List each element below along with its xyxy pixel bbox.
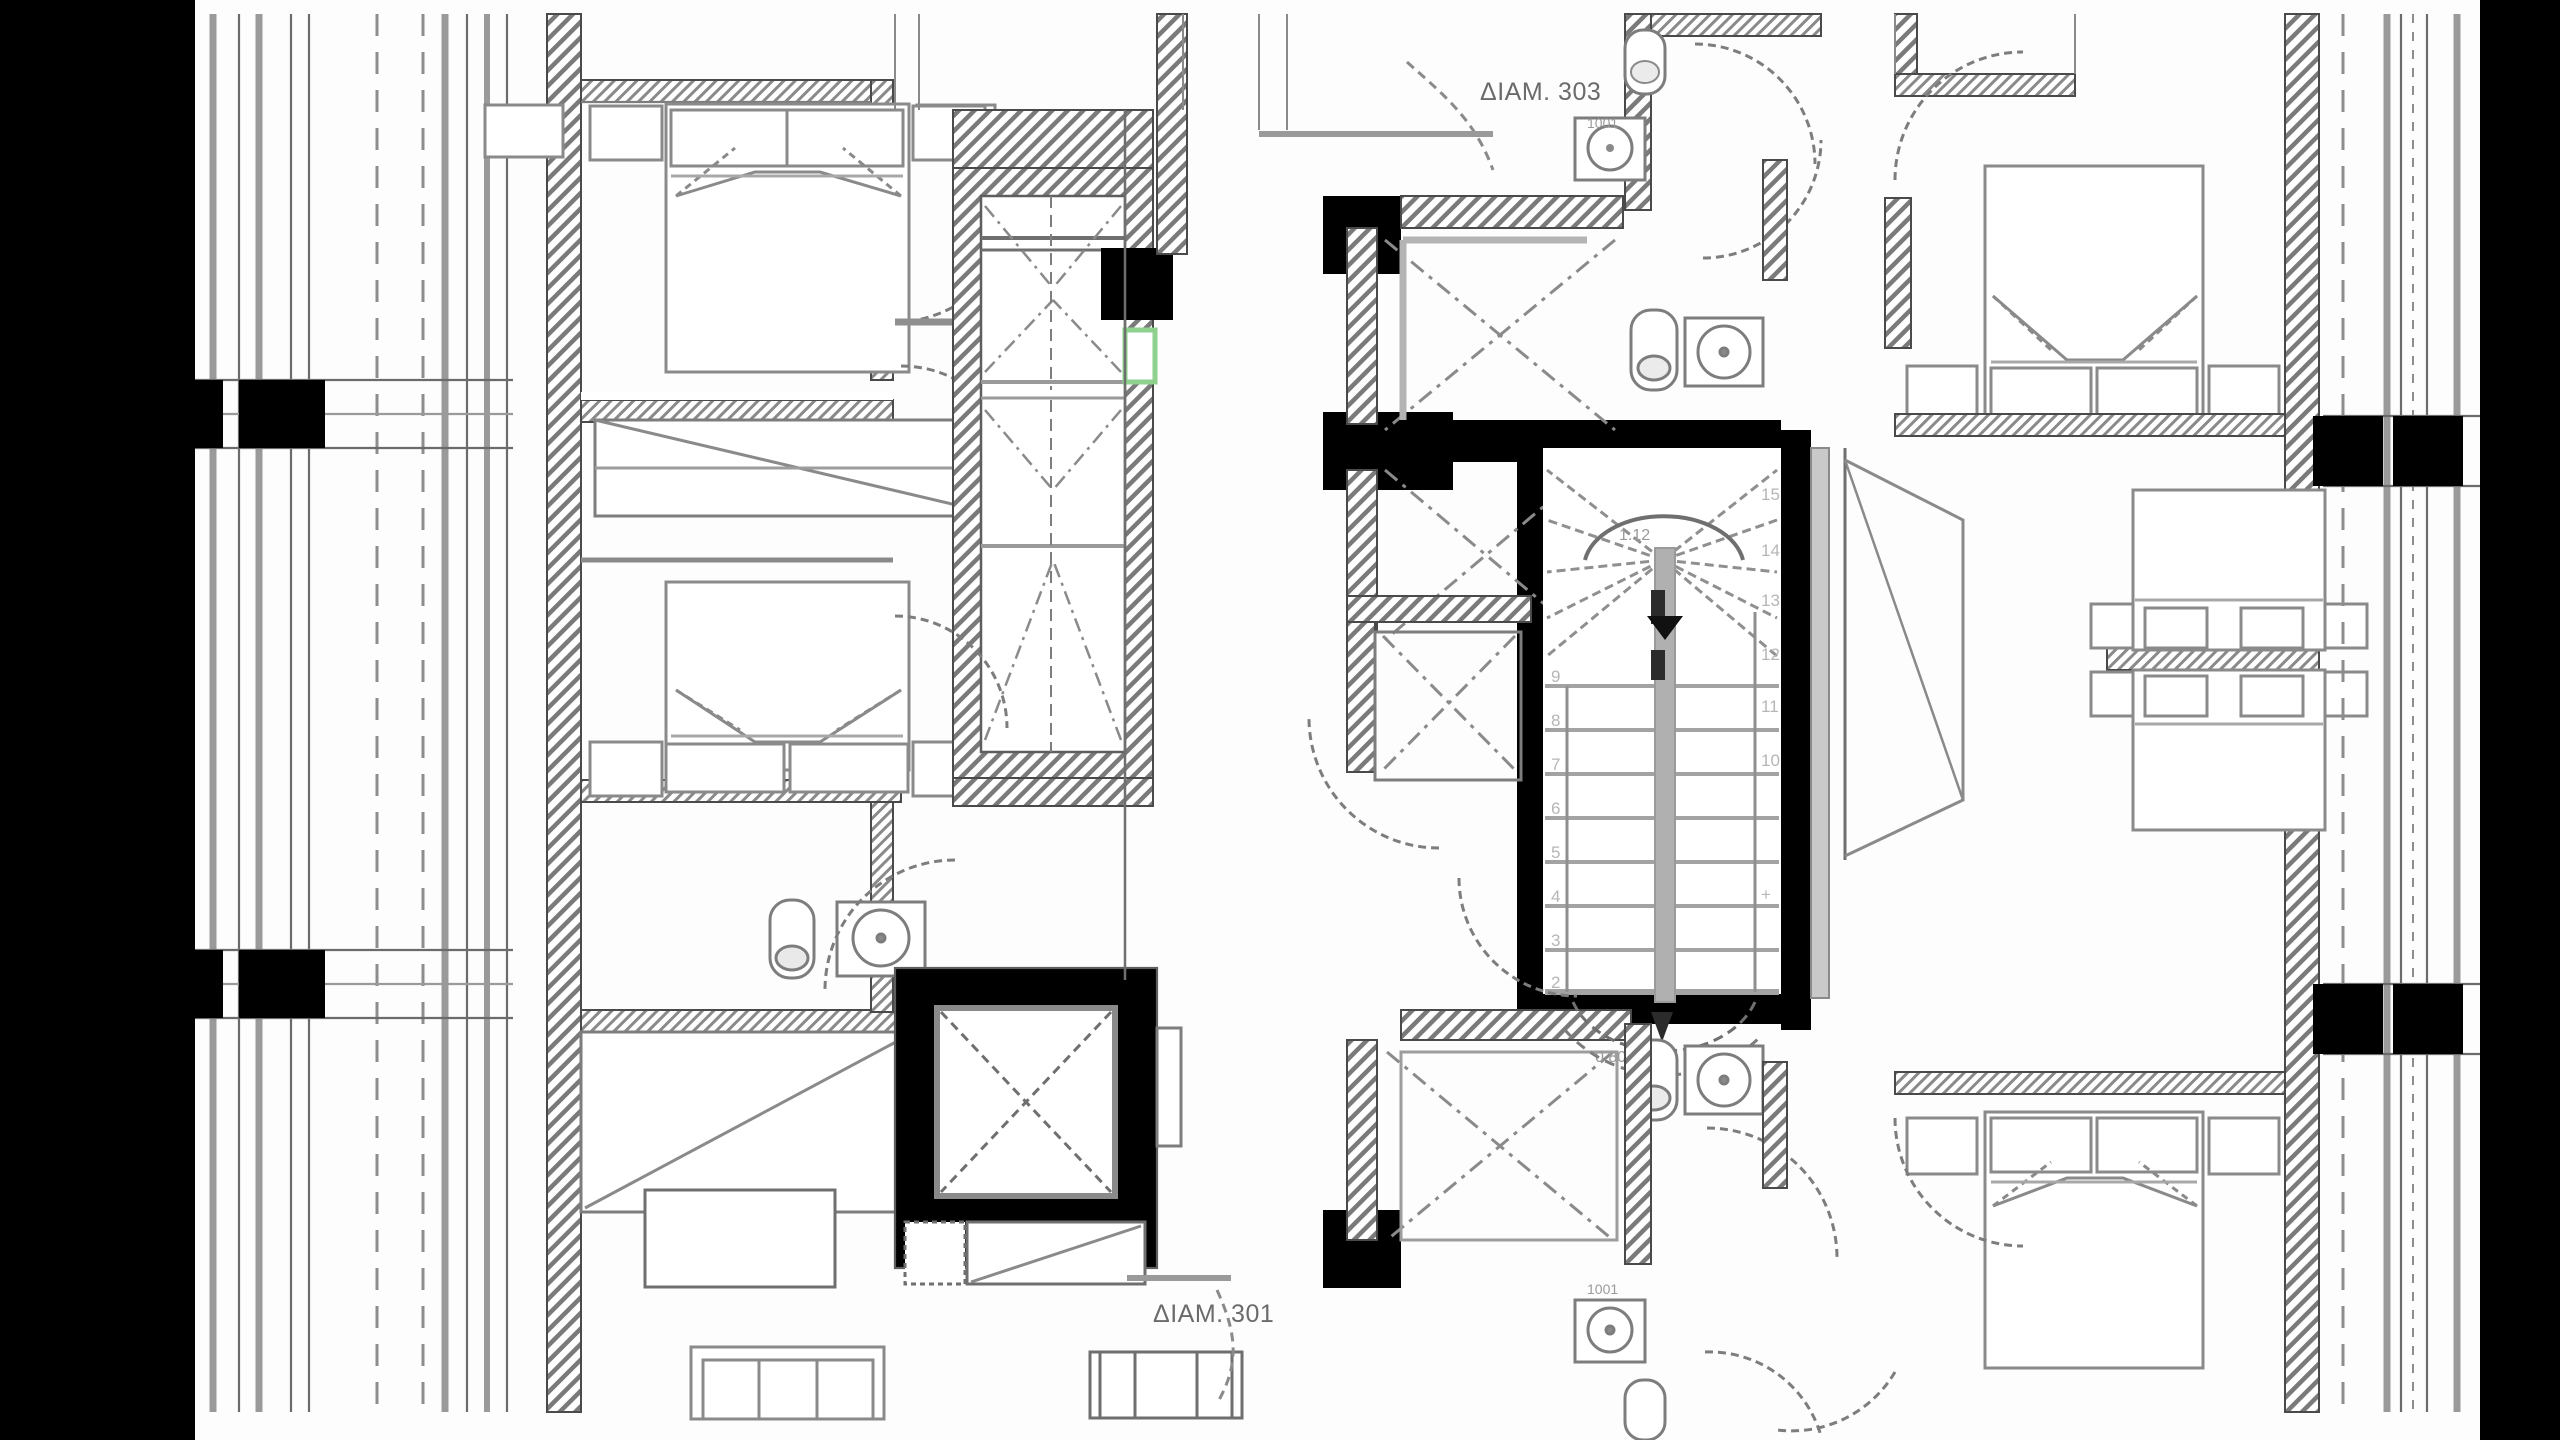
- stairwell: 9 8 7 6 5 4 3 2 15 14 13 12 11 10 + 1.12 0.80: [1543, 448, 1781, 1066]
- door-swing-bottom-right: [1776, 1371, 1897, 1433]
- right-balcony-railing: [2341, 14, 2461, 1412]
- door-swing-bath-upper-right: [1694, 42, 1817, 165]
- svg-text:15: 15: [1761, 485, 1780, 504]
- door-swing-bedroom-lower-right: [1893, 1117, 2024, 1248]
- bed-mid-right-lower: [2089, 668, 2369, 832]
- service-shaft-left-lower: [903, 1220, 1147, 1286]
- bathroom-left-fixtures: [768, 898, 927, 980]
- floor-plan-drawing: 9 8 7 6 5 4 3 2 15 14 13 12 11 10 + 1.12 0.80: [195, 13, 2480, 1440]
- stair-east-wall: [1810, 447, 1965, 999]
- bathroom-upper-right-b: [1629, 308, 1765, 392]
- svg-text:8: 8: [1551, 711, 1560, 730]
- apartment-303-label: ΔΙΑΜ. 303: [1480, 78, 1602, 106]
- left-structural-columns: [195, 380, 325, 1018]
- void-room-upper-core: [1346, 195, 1624, 432]
- svg-text:10: 10: [1761, 751, 1780, 770]
- void-room-bottom-core: [1346, 1009, 1632, 1242]
- svg-text:5: 5: [1551, 843, 1560, 862]
- lift-door-marker: [1122, 327, 1158, 385]
- right-apartment-walls: [1624, 13, 2320, 1413]
- bed-mid-right-upper: [2089, 488, 2369, 652]
- right-structural-columns: [2313, 416, 2463, 1054]
- bed-upper-left: [483, 102, 997, 374]
- svg-text:6: 6: [1551, 799, 1560, 818]
- svg-text:12: 12: [1761, 645, 1780, 664]
- svg-text:0.80: 0.80: [1595, 1049, 1626, 1066]
- svg-text:2: 2: [1551, 973, 1560, 992]
- door-swing-bath-lower-right: [1706, 1126, 1839, 1259]
- construction-lines: [894, 14, 2076, 130]
- door-swing-bath-lower-right-2: [1704, 1350, 1823, 1437]
- door-swing-bedroom-upper-right: [1893, 50, 2024, 181]
- service-shaft-left: [893, 966, 1183, 1270]
- svg-text:+: +: [1761, 885, 1771, 904]
- sofa-living-left: [689, 1345, 886, 1421]
- apartment-301-label: ΔΙΑΜ. 301: [1153, 1300, 1275, 1328]
- lift-head-wall: [952, 109, 1154, 169]
- bed-mid-left: [588, 580, 987, 798]
- svg-text:1.12: 1.12: [1619, 527, 1650, 544]
- lift-base-wall: [952, 777, 1154, 807]
- bed-upper-right: [1905, 164, 2281, 428]
- drawing-sheet: 9 8 7 6 5 4 3 2 15 14 13 12 11 10 + 1.12 0.80: [195, 0, 2480, 1440]
- left-balcony-railing: [209, 14, 509, 1412]
- bed-lower-right: [1905, 1110, 2281, 1370]
- bathroom-left-shower-tray: [579, 1030, 913, 1214]
- table-living-left: [643, 1188, 837, 1289]
- svg-text:1001: 1001: [1587, 1281, 1618, 1297]
- door-swing-core-right-2: [1457, 877, 1578, 998]
- right-matte-bar: [2480, 0, 2560, 1440]
- door-swing-core-right: [1307, 717, 1440, 850]
- sofa-living-left-2: [1088, 1350, 1244, 1420]
- svg-text:9: 9: [1551, 667, 1560, 686]
- bathroom-upper-right: 1001: [1573, 13, 1822, 211]
- left-balcony-slab-edges: [195, 378, 513, 1020]
- leader-line-303: [1405, 60, 1495, 171]
- svg-text:11: 11: [1761, 697, 1779, 716]
- wall-above-lower-right-bed: [1894, 1071, 2286, 1095]
- lift-structural-block: [1101, 248, 1173, 320]
- stair-direction-arrow: [1651, 1012, 1673, 1042]
- svg-text:14: 14: [1761, 541, 1780, 560]
- void-room-lower-core: [1346, 595, 1532, 782]
- svg-text:7: 7: [1551, 755, 1560, 774]
- svg-text:4: 4: [1551, 887, 1560, 906]
- wardrobe-upper-left: [593, 418, 1005, 518]
- svg-text:3: 3: [1551, 931, 1560, 950]
- wall-under-upper-right-bed: [1894, 413, 2286, 437]
- svg-text:1001: 1001: [1587, 115, 1618, 131]
- svg-text:13: 13: [1761, 591, 1780, 610]
- door-swing-bathroom-left: [823, 858, 956, 991]
- left-matte-bar: [0, 0, 195, 1440]
- nightstand-upper-left-a: [588, 104, 664, 162]
